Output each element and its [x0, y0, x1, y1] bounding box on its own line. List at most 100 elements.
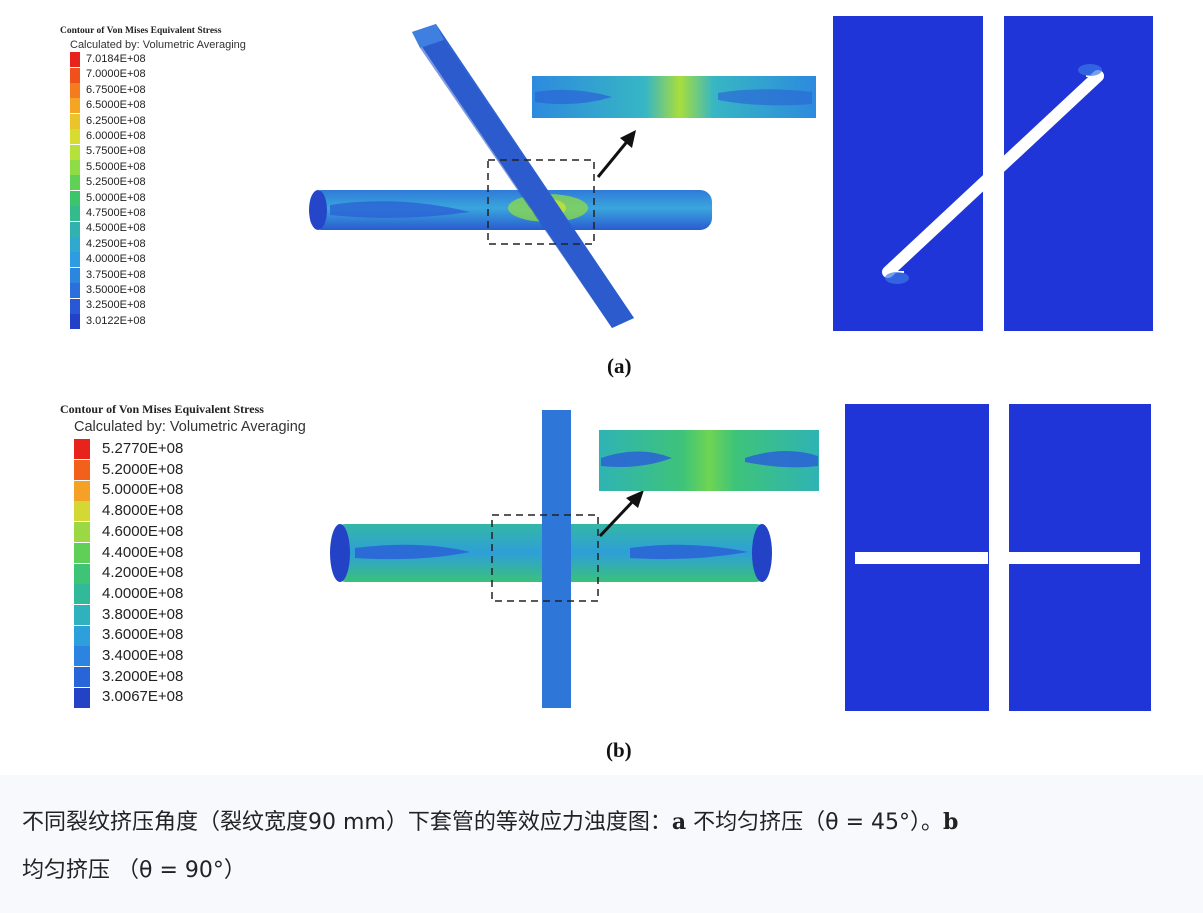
- legend-b-swatch: [74, 522, 90, 543]
- legend-b-value: 3.0067E+08: [102, 688, 184, 706]
- legend-b-row: 4.8000E+08: [74, 501, 324, 522]
- legend-a-title: Contour of Von Mises Equivalent Stress: [60, 26, 222, 36]
- legend-a-value: 4.7500E+08: [86, 207, 146, 219]
- legend-b-swatch: [74, 501, 90, 522]
- caption-b-letter: b: [943, 809, 959, 835]
- legend-a-value: 6.2500E+08: [86, 114, 146, 127]
- zoom-inset-b: [599, 430, 819, 491]
- legend-a-value: 5.0000E+08: [86, 191, 146, 204]
- legend-b-swatch: [74, 542, 90, 563]
- legend-a: Contour of Von Mises Equivalent Stress C…: [60, 26, 280, 336]
- legend-a-swatch: [70, 129, 80, 145]
- legend-b-row: 4.6000E+08: [74, 522, 324, 543]
- legend-b-swatch: [74, 625, 90, 646]
- legend-a-value: 5.5000E+08: [86, 160, 146, 173]
- zoom-arrow-b: [598, 490, 644, 538]
- legend-a-row: 5.2500E+08: [70, 175, 270, 191]
- crack-panel-a: [833, 16, 1153, 331]
- legend-b-row: 3.8000E+08: [74, 604, 324, 626]
- legend-a-swatch: [70, 113, 80, 129]
- legend-a-swatch: [70, 283, 80, 299]
- legend-b-swatch: [74, 667, 90, 688]
- legend-b-value: 4.2000E+08: [102, 564, 184, 582]
- stress-contour-models: [309, 16, 1153, 711]
- legend-a-value: 5.2500E+08: [86, 176, 146, 189]
- legend-b-swatch: [74, 604, 90, 625]
- legend-a-swatch: [70, 144, 80, 160]
- legend-a-row: 6.5000E+08: [70, 98, 270, 114]
- legend-a-scale: 7.0184E+08 7.0000E+08 6.7500E+08 6.5000E+08…: [70, 52, 270, 332]
- legend-a-swatch: [70, 98, 80, 114]
- legend-b-title: Contour of Von Mises Equivalent Stress: [60, 402, 264, 416]
- legend-a-value: 7.0184E+08: [86, 53, 146, 65]
- legend-b-swatch: [74, 563, 90, 584]
- crack-panel-b: [845, 404, 1151, 711]
- legend-a-value: 6.5000E+08: [86, 99, 146, 112]
- legend-a-row: 4.7500E+08: [70, 206, 270, 222]
- legend-a-swatch: [70, 190, 80, 206]
- legend-b-value: 3.2000E+08: [102, 667, 184, 685]
- legend-b-row: 4.4000E+08: [74, 542, 324, 564]
- caption-text-1: 不同裂纹挤压角度（裂纹宽度90 mm）下套管的等效应力浊度图：: [22, 810, 672, 835]
- legend-a-row: 3.0122E+08: [70, 313, 270, 329]
- legend-b-value: 3.6000E+08: [102, 626, 184, 644]
- model-a-crack-block: [412, 24, 634, 328]
- legend-b-value: 3.4000E+08: [102, 647, 184, 664]
- legend-b-row: 3.2000E+08: [74, 667, 324, 688]
- legend-a-value: 6.0000E+08: [86, 130, 146, 142]
- legend-a-row: 5.5000E+08: [70, 159, 270, 175]
- legend-a-swatch: [70, 221, 80, 237]
- zoom-box-b: [491, 514, 599, 602]
- legend-b-swatch: [74, 460, 90, 481]
- figure-caption: 不同裂纹挤压角度（裂纹宽度90 mm）下套管的等效应力浊度图：a 不均匀挤压（θ…: [22, 798, 1182, 895]
- legend-a-swatch: [70, 67, 80, 83]
- legend-b-value: 4.8000E+08: [102, 502, 184, 520]
- subfigure-label-a: (a): [607, 354, 632, 378]
- model-a-pipe: [309, 190, 712, 230]
- model-b-crack-block: [542, 410, 571, 708]
- legend-a-swatch: [70, 52, 80, 68]
- legend-b-swatch: [74, 584, 90, 605]
- legend-b-value: 4.4000E+08: [102, 543, 184, 561]
- legend-b: Contour of Von Mises Equivalent Stress C…: [60, 402, 330, 712]
- legend-a-swatch: [70, 298, 80, 314]
- legend-a-value: 4.0000E+08: [86, 253, 146, 266]
- legend-a-row: 6.0000E+08: [70, 129, 270, 145]
- legend-a-row: 3.2500E+08: [70, 298, 270, 314]
- figure-panel: Contour of Von Mises Equivalent Stress C…: [60, 16, 1153, 762]
- legend-a-row: 5.0000E+08: [70, 190, 270, 206]
- legend-a-row: 3.5000E+08: [70, 283, 270, 299]
- legend-a-value: 3.0122E+08: [86, 314, 146, 327]
- legend-b-row: 3.0067E+08: [74, 687, 324, 708]
- legend-a-value: 4.5000E+08: [86, 222, 146, 235]
- zoom-inset-a: [532, 76, 816, 118]
- legend-a-row: 4.2500E+08: [70, 236, 270, 252]
- legend-b-row: 5.2770E+08: [74, 439, 324, 460]
- legend-a-swatch: [70, 313, 80, 329]
- legend-b-swatch: [74, 439, 90, 460]
- legend-b-value: 5.2770E+08: [102, 440, 184, 457]
- legend-b-value: 4.6000E+08: [102, 522, 184, 540]
- legend-a-row: 4.0000E+08: [70, 252, 270, 268]
- legend-a-swatch: [70, 267, 80, 283]
- legend-a-value: 5.7500E+08: [86, 145, 146, 158]
- legend-a-swatch: [70, 252, 80, 268]
- legend-b-swatch: [74, 646, 90, 667]
- caption-text-2: 不均匀挤压（θ = 45°）。: [686, 810, 943, 835]
- legend-a-value: 7.0000E+08: [86, 68, 146, 81]
- legend-a-row: 3.7500E+08: [70, 267, 270, 283]
- legend-b-swatch: [74, 480, 90, 501]
- legend-b-value: 3.8000E+08: [102, 605, 184, 623]
- zoom-box-a: [487, 159, 595, 245]
- caption-text-3: 均匀挤压 （θ = 90°）: [22, 858, 246, 883]
- legend-b-row: 5.2000E+08: [74, 460, 324, 481]
- legend-b-row: 4.2000E+08: [74, 563, 324, 584]
- legend-b-row: 4.0000E+08: [74, 584, 324, 605]
- legend-a-value: 6.7500E+08: [86, 83, 146, 96]
- legend-b-row: 5.0000E+08: [74, 480, 324, 501]
- legend-b-subtitle: Calculated by: Volumetric Averaging: [74, 419, 306, 435]
- legend-a-value: 3.5000E+08: [86, 284, 146, 296]
- legend-a-swatch: [70, 206, 80, 222]
- legend-b-value: 5.0000E+08: [102, 481, 184, 499]
